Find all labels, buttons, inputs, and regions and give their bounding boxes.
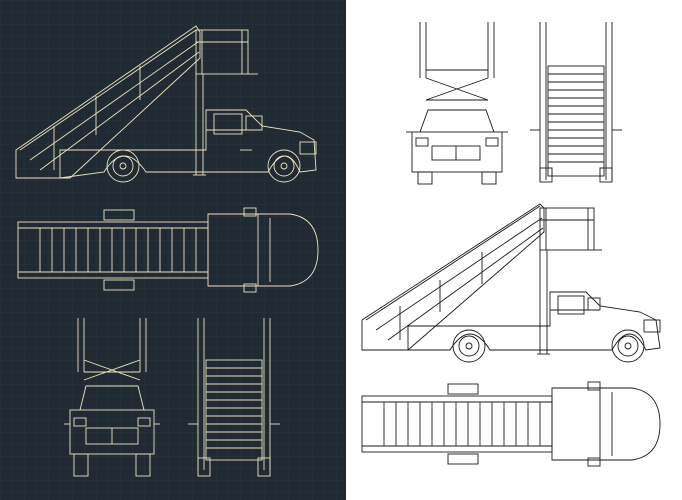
light-panel <box>361 22 661 467</box>
light-side-view <box>361 203 661 363</box>
dark-front-view <box>64 318 160 477</box>
light-front-view <box>406 22 508 185</box>
dark-panel <box>15 25 319 477</box>
dark-rear-view <box>188 318 280 477</box>
light-top-view <box>361 381 661 467</box>
dark-side-view <box>15 25 317 183</box>
light-panel-background <box>346 0 682 500</box>
dark-top-view <box>17 207 319 293</box>
light-rear-view <box>530 22 622 183</box>
